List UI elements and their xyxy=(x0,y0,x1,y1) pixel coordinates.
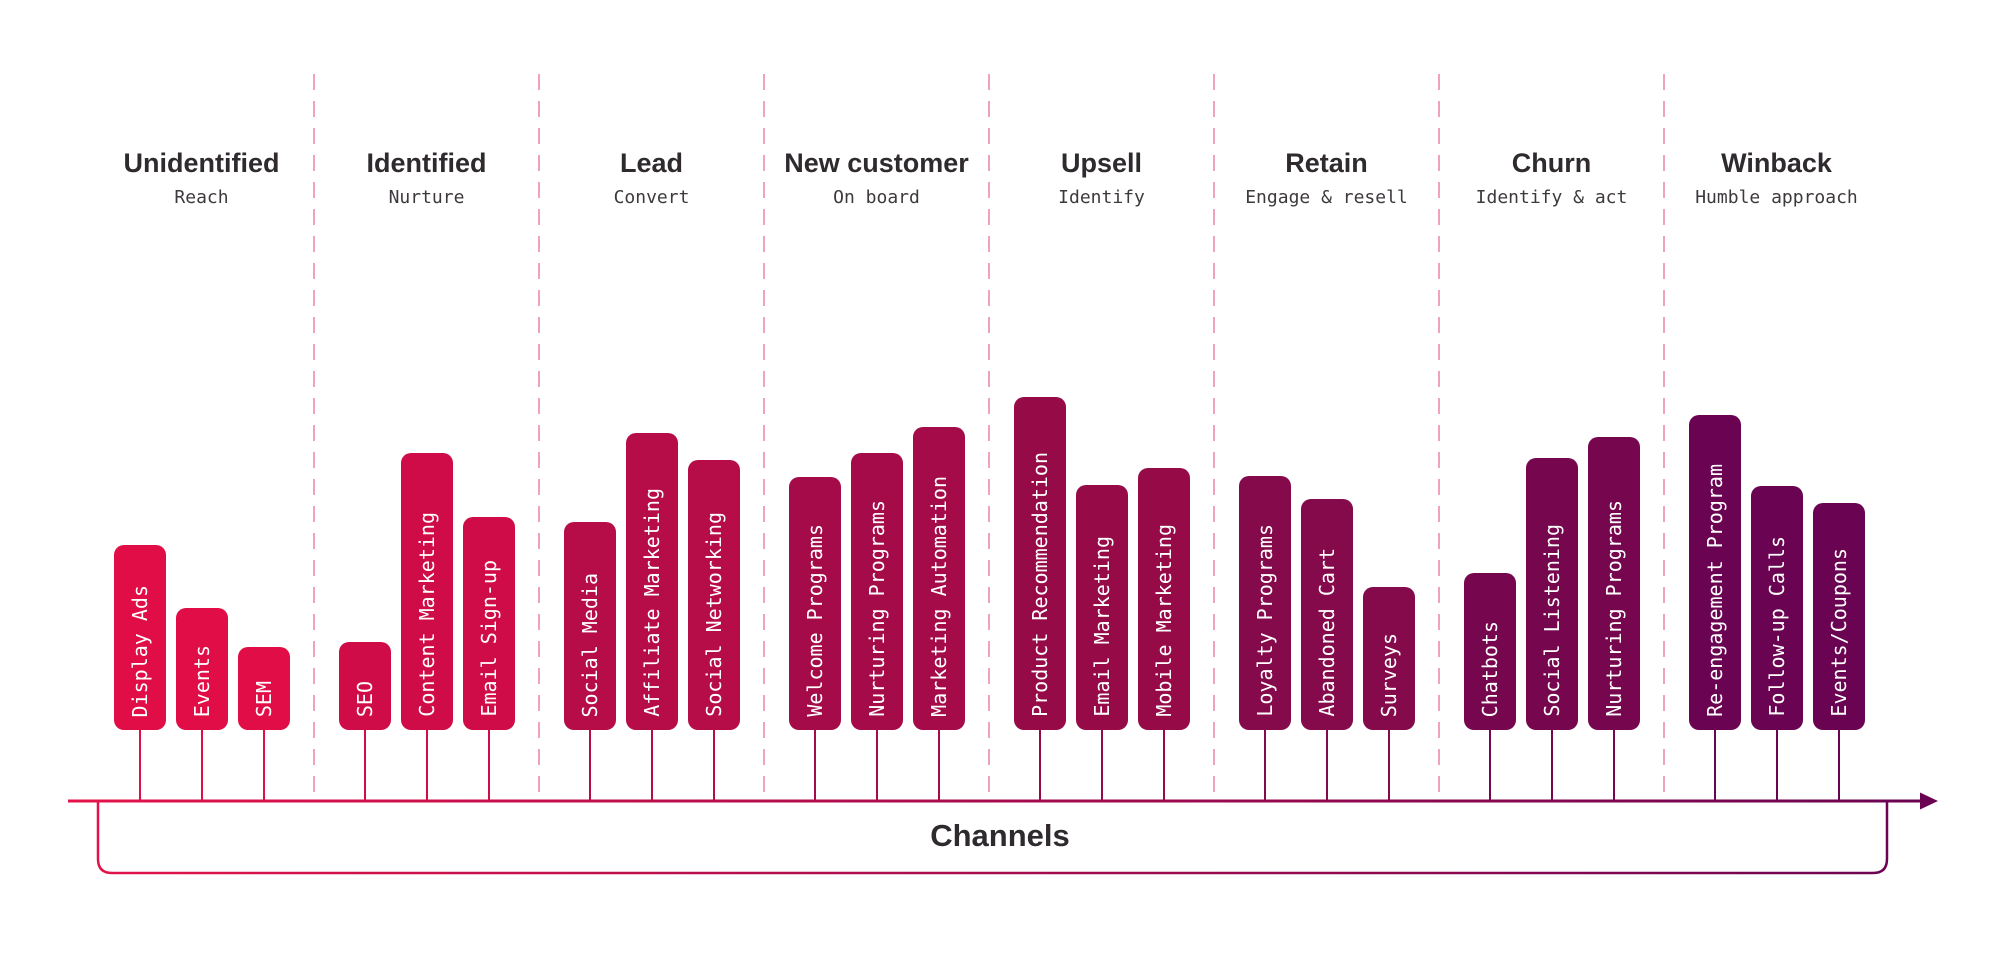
stage-header: Churn Identify & act xyxy=(1439,148,1664,209)
stage-header: Winback Humble approach xyxy=(1664,148,1889,209)
channel-bar: Events xyxy=(175,608,228,800)
stage-column: Unidentified Reach Display Ads Events SE… xyxy=(89,0,314,956)
stage-subtitle: Humble approach xyxy=(1695,187,1858,208)
channel-bars: Chatbots Social Listening Nurturing Prog… xyxy=(1463,437,1640,800)
channel-bar: SEM xyxy=(237,647,290,800)
channels-bracket xyxy=(96,801,1889,875)
stage-header: Upsell Identify xyxy=(989,148,1214,209)
stage-subtitle: On board xyxy=(833,187,920,208)
channel-bar: Surveys xyxy=(1362,587,1415,800)
stage-header: Retain Engage & resell xyxy=(1214,148,1439,209)
channel-bar: Follow-up Calls xyxy=(1750,486,1803,800)
channel-bar-label: Loyalty Programs xyxy=(1252,524,1277,717)
axis-arrowhead-icon xyxy=(1920,792,1938,810)
stage-header: Identified Nurture xyxy=(314,148,539,209)
stage-title: Upsell xyxy=(1060,148,1143,178)
channel-bar-label: Affiliate Marketing xyxy=(639,488,664,717)
stage-header: Lead Convert xyxy=(539,148,764,209)
channel-bar-label: Nurturing Programs xyxy=(864,500,889,717)
channel-bar: Affiliate Marketing xyxy=(625,433,678,800)
stage-title: Identified xyxy=(366,148,487,178)
stage-subtitle: Nurture xyxy=(388,187,465,208)
channel-bar-label: Email Sign-up xyxy=(476,560,501,717)
stage-column: Upsell Identify Product Recommendation E… xyxy=(989,0,1214,956)
channel-bar-label: Events/Coupons xyxy=(1826,548,1851,717)
channel-bars: Display Ads Events SEM xyxy=(113,545,290,800)
channel-bar: Welcome Programs xyxy=(788,477,841,800)
channel-bar: Nurturing Programs xyxy=(1587,437,1640,800)
channel-bar-label: Display Ads xyxy=(127,584,152,717)
channel-bar-label: Abandoned Cart xyxy=(1314,548,1339,717)
stage-column: Churn Identify & act Chatbots Social Lis… xyxy=(1439,0,1664,956)
channel-bar-label: Email Marketing xyxy=(1089,536,1114,717)
channel-bar: Chatbots xyxy=(1463,573,1516,800)
channel-bar: Email Sign-up xyxy=(462,517,515,800)
channel-bar-label: Product Recommendation xyxy=(1027,452,1052,717)
channel-bar: Email Marketing xyxy=(1075,485,1128,800)
channel-bar-label: SEO xyxy=(352,680,377,717)
channel-bar: Content Marketing xyxy=(400,453,453,800)
channel-bar-label: Nurturing Programs xyxy=(1601,500,1626,717)
channel-bar-label: Marketing Automation xyxy=(926,476,951,717)
channels-axis-label: Channels xyxy=(930,818,1070,853)
stage-title: New customer xyxy=(784,148,969,178)
channel-bars: Product Recommendation Email Marketing M… xyxy=(1013,397,1190,800)
channel-bar-label: Social Media xyxy=(577,572,602,718)
stage-column: Winback Humble approach Re-engagement Pr… xyxy=(1664,0,1889,956)
channel-bar-label: Social Listening xyxy=(1539,524,1564,717)
channel-bars: Welcome Programs Nurturing Programs Mark… xyxy=(788,427,965,800)
stage-title: Retain xyxy=(1285,148,1368,178)
stage-column: Identified Nurture SEO Content Marketing… xyxy=(314,0,539,956)
stage-subtitle: Reach xyxy=(174,187,229,208)
channel-bar: SEO xyxy=(338,642,391,800)
channel-bar-label: Events xyxy=(189,644,214,717)
channel-bar-label: Welcome Programs xyxy=(802,524,827,717)
stage-title: Churn xyxy=(1511,148,1592,178)
stage-title: Lead xyxy=(619,148,684,178)
channel-bar: Nurturing Programs xyxy=(850,453,903,800)
channel-bar-label: Follow-up Calls xyxy=(1764,536,1789,717)
channel-bar: Social Media xyxy=(563,522,616,800)
channel-bar-label: Social Networking xyxy=(701,512,726,717)
channel-bar: Loyalty Programs xyxy=(1238,476,1291,800)
stage-column: Retain Engage & resell Loyalty Programs … xyxy=(1214,0,1439,956)
channel-bar: Social Listening xyxy=(1525,458,1578,800)
stage-column: New customer On board Welcome Programs N… xyxy=(764,0,989,956)
channel-bar: Product Recommendation xyxy=(1013,397,1066,800)
stage-column: Lead Convert Social Media Affiliate Mark… xyxy=(539,0,764,956)
channel-bars: Re-engagement Program Follow-up Calls Ev… xyxy=(1688,415,1865,800)
channel-bar: Mobile Marketing xyxy=(1137,468,1190,800)
channel-bars: SEO Content Marketing Email Sign-up xyxy=(338,453,515,800)
channel-bar: Abandoned Cart xyxy=(1300,499,1353,800)
channel-bar: Events/Coupons xyxy=(1812,503,1865,800)
channel-bars: Social Media Affiliate Marketing Social … xyxy=(563,433,740,800)
stage-header: New customer On board xyxy=(764,148,989,209)
channel-bar-label: Content Marketing xyxy=(414,512,439,717)
stage-subtitle: Convert xyxy=(613,187,690,208)
channel-bar-label: Mobile Marketing xyxy=(1151,524,1176,717)
stage-subtitle: Identify xyxy=(1058,187,1145,208)
channel-bar-label: Chatbots xyxy=(1477,620,1502,717)
channel-bar: Marketing Automation xyxy=(912,427,965,800)
channel-bar-label: Re-engagement Program xyxy=(1702,464,1727,717)
stage-header: Unidentified Reach xyxy=(89,148,314,209)
channel-bar: Display Ads xyxy=(113,545,166,800)
stage-subtitle: Identify & act xyxy=(1475,187,1628,208)
stage-title: Winback xyxy=(1721,148,1832,178)
stage-title: Unidentified xyxy=(123,148,280,178)
channel-bar: Re-engagement Program xyxy=(1688,415,1741,800)
channel-bar: Social Networking xyxy=(687,460,740,800)
stage-subtitle: Engage & resell xyxy=(1245,187,1408,208)
channel-bar-label: SEM xyxy=(251,680,276,717)
channel-bars: Loyalty Programs Abandoned Cart Surveys xyxy=(1238,476,1415,800)
channel-bar-label: Surveys xyxy=(1376,632,1401,717)
